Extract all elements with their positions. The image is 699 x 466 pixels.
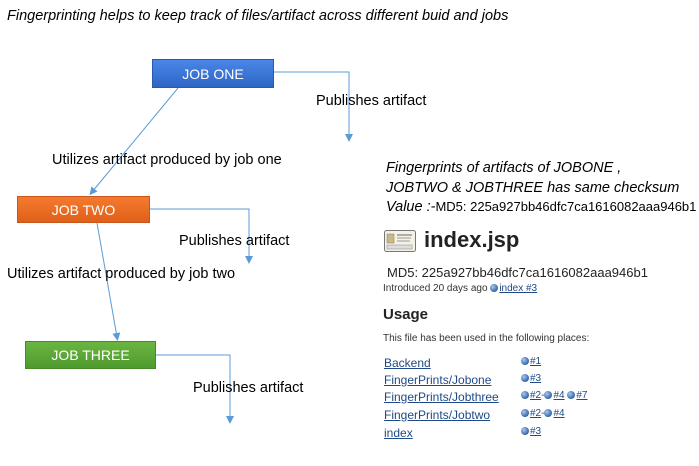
usage-title: Usage <box>383 306 429 323</box>
flow-arrow-one-to-two <box>89 87 179 196</box>
publishes-label-3: Publishes artifact <box>193 380 304 396</box>
job-three-box: JOB THREE <box>25 341 156 369</box>
usage-row: index #3 <box>384 426 684 442</box>
publishes-label-1: Publishes artifact <box>316 93 427 109</box>
checksum-note-line-3: Value :-MD5: 225a927bb46dfc7ca1616082aaa… <box>386 199 696 215</box>
introduced-line: Introduced 20 days ago index #3 <box>383 283 537 294</box>
usage-builds: #2-#4 #7 <box>521 390 588 401</box>
flow-arrow-two-to-three <box>96 222 121 341</box>
build-link[interactable]: #3 <box>530 373 542 384</box>
publish-arrow-job-two <box>150 208 253 264</box>
usage-job-link[interactable]: Backend <box>384 356 431 370</box>
checksum-note-value: MD5: 225a927bb46dfc7ca1616082aaa946b1 <box>435 199 697 214</box>
build-status-icon <box>521 409 529 418</box>
checksum-note-line-1: Fingerprints of artifacts of JOBONE , <box>386 160 622 176</box>
usage-builds: #2-#4 <box>521 408 565 419</box>
build-status-icon <box>490 284 499 293</box>
build-status-icon <box>544 391 553 400</box>
usage-row: FingerPrints/Jobone #3 <box>384 373 684 389</box>
usage-job-link[interactable]: FingerPrints/Jobthree <box>384 390 499 404</box>
job-one-box: JOB ONE <box>152 59 274 88</box>
fingerprint-md5: MD5: 225a927bb46dfc7ca1616082aaa946b1 <box>387 265 648 280</box>
build-link[interactable]: #4 <box>553 408 565 419</box>
usage-job-link[interactable]: FingerPrints/Jobone <box>384 373 492 387</box>
usage-job-link[interactable]: index <box>384 426 413 440</box>
usage-description: This file has been used in the following… <box>383 333 590 344</box>
job-one-label: JOB ONE <box>182 65 244 82</box>
build-link[interactable]: #1 <box>530 356 542 367</box>
build-link[interactable]: #3 <box>530 426 542 437</box>
diagram-heading: Fingerprinting helps to keep track of fi… <box>7 8 509 24</box>
usage-row: FingerPrints/Jobthree #2-#4 #7 <box>384 390 684 406</box>
checksum-note-prefix: Value :- <box>386 199 436 215</box>
usage-builds: #3 <box>521 426 541 437</box>
usage-builds: #3 <box>521 373 541 384</box>
utilizes-label-2: Utilizes artifact produced by job two <box>7 266 236 282</box>
fingerprint-file-icon <box>384 230 416 252</box>
publish-arrow-job-one <box>274 71 353 142</box>
checksum-note-line-2: JOBTWO & JOBTHREE has same checksum <box>386 180 680 196</box>
publish-arrow-job-three <box>156 354 234 424</box>
build-status-icon <box>521 391 529 400</box>
build-link[interactable]: #7 <box>576 390 588 401</box>
usage-builds: #1 <box>521 356 541 367</box>
usage-job-link[interactable]: FingerPrints/Jobtwo <box>384 408 491 422</box>
job-two-box: JOB TWO <box>17 196 150 223</box>
build-status-icon <box>521 357 529 366</box>
build-status-icon <box>521 427 529 436</box>
build-link[interactable]: #2 <box>530 408 542 419</box>
usage-row: FingerPrints/Jobtwo #2-#4 <box>384 408 684 424</box>
utilizes-label-1: Utilizes artifact produced by job one <box>52 152 282 168</box>
introduced-build-link[interactable]: index #3 <box>499 283 538 294</box>
publishes-label-2: Publishes artifact <box>179 233 290 249</box>
fingerprint-file-title: index.jsp <box>424 227 520 252</box>
job-two-label: JOB TWO <box>51 201 116 218</box>
build-status-icon <box>521 374 529 383</box>
build-link[interactable]: #2 <box>530 390 542 401</box>
build-status-icon <box>567 391 576 400</box>
job-three-label: JOB THREE <box>51 347 130 363</box>
introduced-text: Introduced 20 days ago <box>383 283 488 294</box>
build-link[interactable]: #4 <box>553 390 565 401</box>
usage-row: Backend #1 <box>384 356 684 372</box>
build-status-icon <box>544 409 553 418</box>
